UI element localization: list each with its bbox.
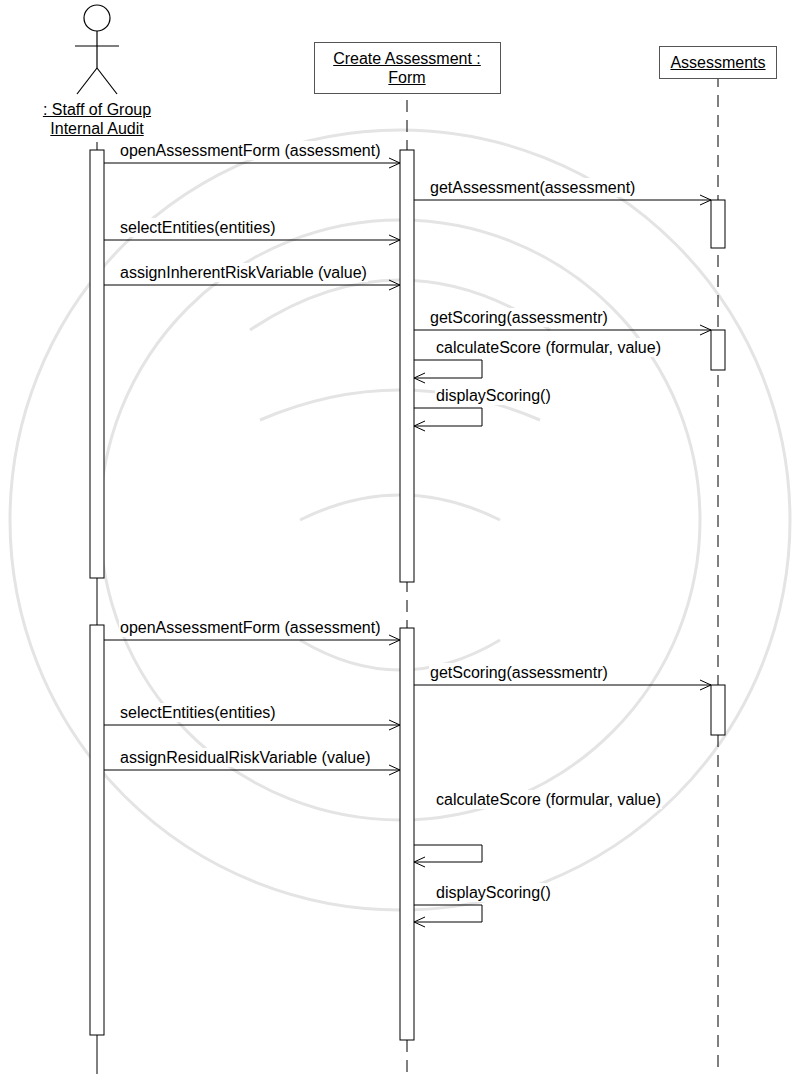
message-label: openAssessmentForm (assessment) xyxy=(119,618,382,637)
self-message xyxy=(414,905,482,927)
actor-name: : Staff of Group Internal Audit xyxy=(22,100,172,138)
message-label: assignInherentRiskVariable (value) xyxy=(119,263,368,282)
message-label: getScoring(assessmentr) xyxy=(429,663,609,682)
message-label: calculateScore (formular, value) xyxy=(435,790,662,809)
self-message xyxy=(414,360,482,383)
object-name: Assessments xyxy=(670,53,765,72)
message-label: displayScoring() xyxy=(435,883,552,902)
message-label: displayScoring() xyxy=(435,386,552,405)
message-label: assignResidualRiskVariable (value) xyxy=(119,748,371,767)
message-label: getAssessment(assessment) xyxy=(429,178,636,197)
self-message xyxy=(414,845,482,867)
message-label: selectEntities(entities) xyxy=(119,703,277,722)
message-label: openAssessmentForm (assessment) xyxy=(119,141,382,160)
object-box: Assessments xyxy=(659,46,776,79)
self-message xyxy=(414,408,482,431)
lifelines xyxy=(97,75,718,1074)
activation-bars xyxy=(90,150,725,1040)
message-label: selectEntities(entities) xyxy=(119,218,277,237)
object-name: Create Assessment : Form xyxy=(325,49,490,87)
message-label: getScoring(assessmentr) xyxy=(429,308,609,327)
message-label: calculateScore (formular, value) xyxy=(435,338,662,357)
object-box: Create Assessment : Form xyxy=(314,42,501,94)
actor-figure xyxy=(75,5,119,94)
actor-label: : Staff of Group Internal Audit xyxy=(22,100,172,138)
